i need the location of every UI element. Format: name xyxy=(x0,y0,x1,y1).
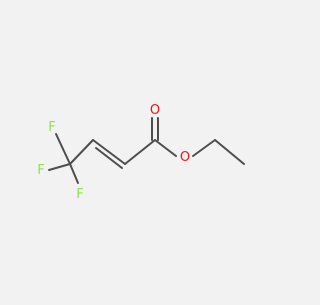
bond-c2-c1 xyxy=(124,139,156,165)
atom-label-fluorine: F xyxy=(37,163,44,178)
bond-c3-c2 xyxy=(92,139,126,165)
atom-label-fluorine: F xyxy=(76,187,83,202)
bond-c-f-left xyxy=(48,163,71,171)
background xyxy=(0,0,300,300)
bond-c-f-bottom xyxy=(69,163,79,184)
bond-c-f-top xyxy=(55,133,71,165)
bond-c1-o-ester xyxy=(154,139,177,157)
bond-c4-c3 xyxy=(69,139,94,165)
molecule-canvas: F F F O O xyxy=(0,0,300,300)
atom-label-oxygen: O xyxy=(180,150,190,165)
bond-c3-c2-second xyxy=(95,147,123,169)
atom-labels: F F F O O xyxy=(37,103,190,202)
atom-label-oxygen: O xyxy=(150,103,160,118)
bond-ch2-ch3 xyxy=(214,139,245,165)
bonds xyxy=(48,117,245,184)
bond-o-ch2 xyxy=(192,139,216,157)
structure-diagram: F F F O O xyxy=(0,0,300,300)
atom-label-fluorine: F xyxy=(48,120,55,135)
